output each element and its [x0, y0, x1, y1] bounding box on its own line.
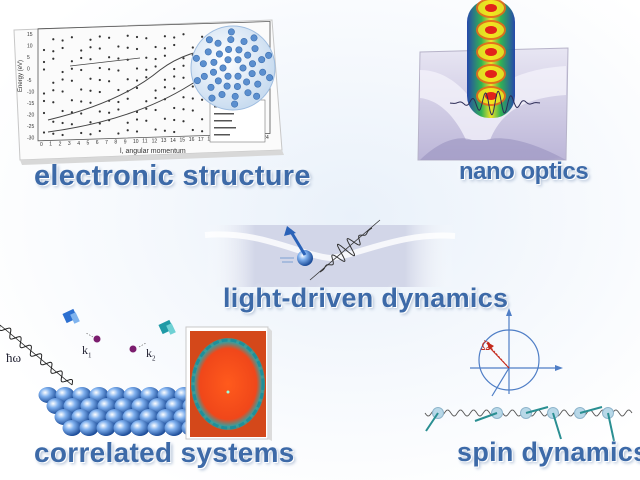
y-axis-label: Energy (eV) [18, 60, 24, 92]
y-tick-label: -25 [27, 124, 34, 130]
electronic-structure-label: electronic structure [34, 160, 311, 192]
x-tick-label: 4 [77, 141, 80, 147]
spin-dynamics-image [424, 308, 633, 442]
y-tick-label: 15 [27, 32, 33, 38]
y-tick-label: 10 [27, 44, 33, 50]
x-tick-label: 12 [152, 138, 158, 144]
x-tick-label: 5 [87, 141, 90, 147]
nano-optics-image [417, 0, 569, 161]
k2-letter: k [146, 346, 152, 360]
x-axis-label: l, angular momentum [120, 148, 186, 155]
k1-label: k1 [82, 343, 92, 359]
k1-letter: k [82, 343, 88, 357]
correlated-systems-image [0, 308, 272, 441]
detector-cube-icon [62, 308, 80, 324]
x-tick-label: 16 [189, 137, 195, 143]
x-tick-label: 9 [124, 139, 127, 145]
x-tick-label: 7 [105, 140, 108, 146]
x-tick-label: 11 [142, 139, 147, 145]
correlated-systems-label: correlated systems [34, 437, 295, 468]
x-tick-label: 0 [40, 142, 43, 148]
detector-cube-icon [158, 319, 176, 335]
k2-label: k2 [146, 346, 156, 362]
x-tick-label: 13 [161, 138, 167, 144]
y-tick-label: -15 [27, 101, 34, 107]
omega-label: Ω [481, 338, 491, 353]
x-tick-label: 1 [49, 142, 52, 148]
x-tick-label: 17 [198, 137, 204, 143]
k2-subscript: 2 [152, 354, 156, 363]
x-tick-label: 8 [114, 140, 117, 146]
y-tick-label: -20 [27, 113, 34, 119]
x-tick-label: 3 [68, 141, 71, 147]
y-tick-label: 5 [27, 55, 30, 61]
light-driven-dynamics-label: light-driven dynamics [223, 283, 509, 313]
x-tick-label: 10 [133, 139, 139, 145]
y-tick-label: -30 [27, 136, 34, 142]
x-tick-label: 6 [96, 140, 99, 146]
x-tick-label: 14 [170, 138, 176, 144]
hbar-omega-label: ħω [6, 350, 22, 365]
y-tick-label: -5 [27, 78, 32, 84]
x-tick-label: 24 [263, 135, 269, 141]
spin-dynamics-label: spin dynamics [457, 437, 640, 467]
nano-optics-label: nano optics [459, 158, 589, 185]
k1-subscript: 1 [88, 351, 92, 360]
buckyball-icon [190, 25, 276, 111]
y-tick-label: -10 [27, 90, 34, 96]
y-tick-label: 0 [27, 67, 30, 73]
light-driven-dynamics-image [204, 219, 456, 287]
x-tick-label: 2 [59, 141, 62, 147]
x-tick-label: 15 [180, 138, 186, 144]
